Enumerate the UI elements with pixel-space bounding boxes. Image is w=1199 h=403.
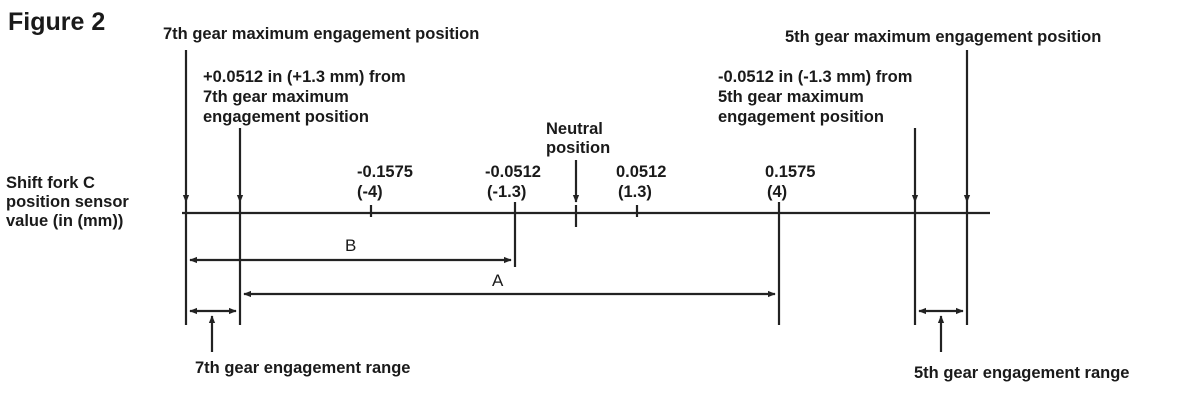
figure-label: Figure 2 (8, 8, 106, 36)
tick-label-in-2: -0.0512 (485, 163, 541, 181)
callout-5th-max: 5th gear maximum engagement position (785, 28, 1102, 46)
axis-label-line-1: Shift fork C (6, 174, 95, 192)
range-b-label: B (345, 236, 357, 255)
neutral-label-line-2: position (546, 139, 611, 157)
callout-7th-offset-line-1: +0.0512 in (+1.3 mm) from (203, 68, 406, 86)
callout-7th-offset-line-3: engagement position (203, 108, 369, 126)
tick-label-mm-2: (-1.3) (487, 183, 527, 201)
callout-5th-offset-line-1: -0.0512 in (-1.3 mm) from (718, 68, 913, 86)
range-a-label: A (492, 271, 504, 290)
range-5th-label: 5th gear engagement range (914, 364, 1130, 382)
tick-label-in-3: 0.0512 (616, 163, 667, 181)
callout-5th-offset-line-3: engagement position (718, 108, 884, 126)
tick-label-in-4: 0.1575 (765, 163, 816, 181)
tick-label-mm-4: (4) (767, 183, 788, 201)
neutral-label-line-1: Neutral (546, 120, 603, 138)
axis-label-line-3: value (in (mm)) (6, 212, 124, 230)
callout-7th-offset-line-2: 7th gear maximum (203, 88, 349, 106)
axis-label-line-2: position sensor (6, 193, 129, 211)
tick-label-mm-1: (-4) (357, 183, 383, 201)
callout-5th-offset-line-2: 5th gear maximum (718, 88, 864, 106)
tick-label-mm-3: (1.3) (618, 183, 652, 201)
range-7th-label: 7th gear engagement range (195, 359, 411, 377)
callout-7th-max: 7th gear maximum engagement position (163, 25, 480, 43)
tick-label-in-1: -0.1575 (357, 163, 413, 181)
